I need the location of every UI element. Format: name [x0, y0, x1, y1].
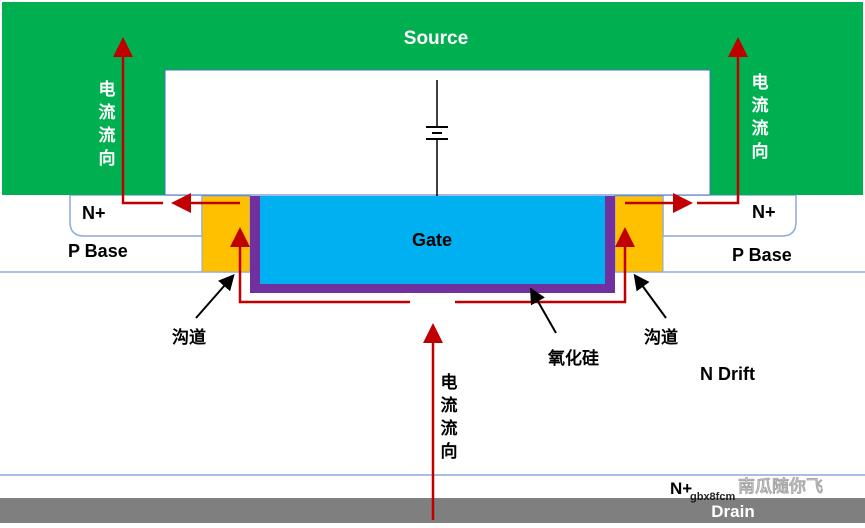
svg-text:流: 流	[441, 395, 458, 415]
svg-text:向: 向	[752, 141, 769, 161]
n-plus-right-label: N+	[752, 202, 776, 222]
pointer-channel-left	[195, 273, 235, 319]
wechat-icon	[707, 478, 734, 495]
n-plus-bottom-label: N+	[670, 479, 692, 498]
channel-left	[201, 195, 251, 273]
p-base-left-label: P Base	[68, 241, 128, 261]
p-base-right-label: P Base	[732, 245, 792, 265]
n-drift-label: N Drift	[700, 364, 755, 384]
current-arrow-right-channel	[455, 227, 635, 304]
svg-text:电: 电	[441, 372, 458, 392]
battery-symbol-icon	[426, 80, 448, 196]
current-arrow-left-channel	[230, 227, 410, 304]
pointer-arrows	[195, 273, 667, 334]
svg-text:向: 向	[99, 148, 116, 168]
svg-text:向: 向	[441, 441, 458, 461]
oxide-label: 氧化硅	[547, 348, 599, 368]
drain-label: Drain	[711, 502, 754, 521]
pointer-oxide	[530, 287, 557, 334]
svg-text:流: 流	[441, 418, 458, 438]
pointer-channel-right	[633, 273, 667, 319]
n-plus-left-label: N+	[82, 203, 106, 223]
n-plus-right-region	[662, 194, 797, 237]
svg-text:流: 流	[752, 95, 769, 115]
source-metal	[2, 2, 863, 195]
current-label-right: 电 流 流 向	[752, 72, 769, 161]
svg-text:流: 流	[99, 102, 116, 122]
n-plus-left-region	[69, 194, 203, 237]
svg-text:电: 电	[752, 72, 769, 92]
current-arrow-right-source	[697, 37, 748, 205]
current-label-center: 电 流 流 向	[441, 372, 458, 461]
channel-right-label: 沟道	[644, 327, 678, 347]
watermark-id: gbx8fcm	[690, 491, 735, 503]
channel-left-label: 沟道	[172, 327, 206, 347]
source-label: Source	[404, 28, 468, 49]
current-flow-arrows	[113, 37, 748, 520]
gate-label: Gate	[412, 230, 452, 250]
channel-right	[614, 195, 664, 273]
current-arrow-left-source	[113, 37, 163, 205]
svg-text:流: 流	[99, 125, 116, 145]
watermark-name: 南瓜随你飞	[738, 476, 823, 496]
svg-text:电: 电	[99, 79, 116, 99]
gate-poly	[260, 196, 605, 284]
current-label-left: 电 流 流 向	[99, 79, 116, 168]
svg-text:流: 流	[752, 118, 769, 138]
watermark: 南瓜随你飞 gbx8fcm	[690, 476, 823, 503]
